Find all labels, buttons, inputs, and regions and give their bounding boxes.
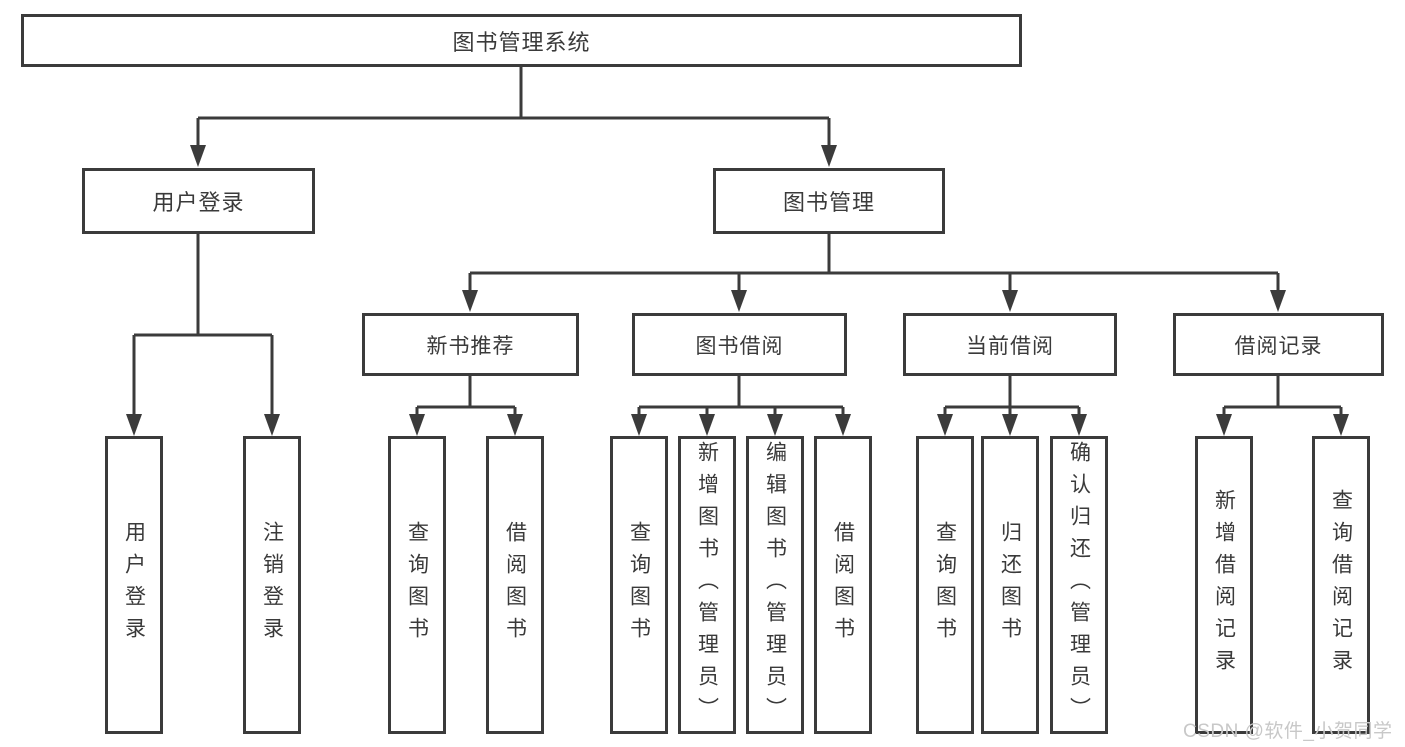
node-book-borrow-label: 图书借阅 — [695, 334, 784, 358]
csdn-watermark: CSDN @软件_小贺同学 — [1183, 721, 1393, 742]
leaf-edit-books-admin-label: 编辑图书（管理员） — [763, 441, 787, 729]
node-root-label: 图书管理系统 — [452, 29, 591, 55]
leaf-user-login: 用户登录 — [105, 436, 163, 734]
leaf-query-borrow-record-label: 查询借阅记录 — [1329, 489, 1353, 681]
node-borrow-records: 借阅记录 — [1173, 313, 1384, 376]
node-root: 图书管理系统 — [21, 14, 1022, 67]
node-new-book-recommend-label: 新书推荐 — [426, 334, 515, 358]
leaf-confirm-return-admin: 确认归还（管理员） — [1050, 436, 1108, 734]
leaf-query-books-current-label: 查询图书 — [933, 521, 957, 649]
leaf-borrow-books: 借阅图书 — [814, 436, 872, 734]
leaf-query-books-recommend: 查询图书 — [388, 436, 446, 734]
node-current-borrow: 当前借阅 — [903, 313, 1117, 376]
leaf-add-borrow-record: 新增借阅记录 — [1195, 436, 1253, 734]
leaf-add-borrow-record-label: 新增借阅记录 — [1212, 489, 1236, 681]
node-new-book-recommend: 新书推荐 — [362, 313, 579, 376]
leaf-borrow-books-recommend: 借阅图书 — [486, 436, 544, 734]
node-user-login-label: 用户登录 — [152, 190, 245, 215]
node-user-login: 用户登录 — [82, 168, 315, 234]
leaf-query-books-current: 查询图书 — [916, 436, 974, 734]
node-book-borrow: 图书借阅 — [632, 313, 847, 376]
leaf-logout-login-label: 注销登录 — [260, 521, 284, 649]
leaf-query-books-borrow: 查询图书 — [610, 436, 668, 734]
leaf-return-books: 归还图书 — [981, 436, 1039, 734]
node-book-management: 图书管理 — [713, 168, 945, 234]
node-book-management-label: 图书管理 — [782, 190, 875, 215]
leaf-query-books-borrow-label: 查询图书 — [627, 521, 651, 649]
leaf-add-books-admin: 新增图书（管理员） — [678, 436, 736, 734]
leaf-query-borrow-record: 查询借阅记录 — [1312, 436, 1370, 734]
leaf-edit-books-admin: 编辑图书（管理员） — [746, 436, 804, 734]
leaf-borrow-books-label: 借阅图书 — [831, 521, 855, 649]
node-borrow-records-label: 借阅记录 — [1234, 334, 1323, 358]
leaf-user-login-label: 用户登录 — [122, 521, 146, 649]
leaf-query-books-recommend-label: 查询图书 — [405, 521, 429, 649]
leaf-logout-login: 注销登录 — [243, 436, 301, 734]
node-current-borrow-label: 当前借阅 — [966, 334, 1054, 358]
leaf-return-books-label: 归还图书 — [998, 521, 1022, 649]
leaf-add-books-admin-label: 新增图书（管理员） — [695, 441, 719, 729]
leaf-borrow-books-recommend-label: 借阅图书 — [503, 521, 527, 649]
leaf-confirm-return-admin-label: 确认归还（管理员） — [1067, 441, 1091, 729]
